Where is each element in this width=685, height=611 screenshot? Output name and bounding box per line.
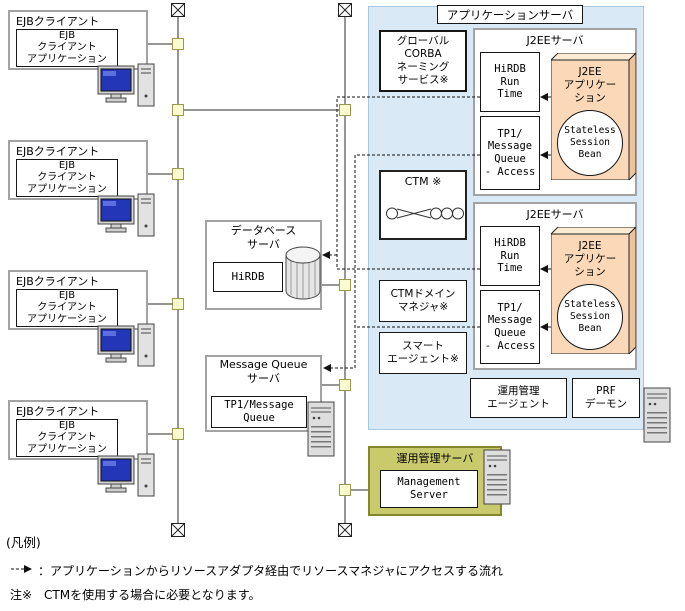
j2ee-application-label-1: J2EE アプリケー ション (563, 66, 617, 105)
ejb-client-title-2: EJBクライアント (16, 145, 100, 158)
client-computer-icon (97, 63, 155, 107)
corba-naming-box: グローバル CORBA ネーミング サービス※ (379, 30, 467, 92)
hirdb-box: HiRDB (213, 262, 283, 292)
tp1-mq-access-box-2: TP1/ Message Queue - Access (480, 290, 540, 364)
ejb-client-app-2: EJB クライアント アプリケーション (16, 159, 118, 197)
j2ee-application-box-1: J2EE アプリケー ション Stateless Session Bean (551, 53, 636, 180)
ejb-client-app-4: EJB クライアント アプリケーション (16, 419, 118, 457)
tp1-mq-access-box-1: TP1/ Message Queue - Access (480, 116, 540, 190)
ejb-client-app-3: EJB クライアント アプリケーション (16, 289, 118, 327)
ctm-box: CTM ※ (379, 170, 467, 240)
j2ee-server-title-2: J2EEサーバ (526, 208, 584, 221)
management-agent-box: 運用管理 エージェント (470, 378, 567, 418)
j2ee-application-label-2: J2EE アプリケー ション (563, 240, 617, 279)
application-server-machine-icon (643, 387, 671, 443)
application-server-title: アプリケーションサーバ (437, 5, 583, 24)
hirdb-runtime-box-2: HiRDB Run Time (480, 226, 540, 286)
stateless-session-bean-2: Stateless Session Bean (557, 284, 623, 350)
ctm-title: CTM ※ (404, 175, 442, 188)
ctm-domain-manager-box: CTMドメイン マネジャ※ (379, 280, 467, 322)
ejb-client-title-1: EJBクライアント (16, 15, 100, 28)
legend-dashed-arrow-text: ：アプリケーションからリソースアダプタ経由でリソースマネジャにアクセスする流れ (38, 564, 504, 578)
hirdb-runtime-box-1: HiRDB Run Time (480, 52, 540, 112)
prf-daemon-box: PRF デーモン (572, 378, 640, 418)
smart-agent-box: スマート エージェント※ (379, 332, 467, 374)
ejb-client-title-3: EJBクライアント (16, 275, 100, 288)
mq-server-title: Message Queue サーバ (219, 358, 308, 385)
management-server-product-box: Management Server (380, 470, 478, 508)
j2ee-server-title-1: J2EEサーバ (526, 34, 584, 47)
j2ee-application-box-2: J2EE アプリケー ション Stateless Session Bean (551, 227, 636, 354)
management-server-title: 運用管理サーバ (396, 452, 474, 465)
ejb-client-app-1: EJB クライアント アプリケーション (16, 29, 118, 67)
client-computer-icon (97, 323, 155, 367)
legend-heading: (凡例) (6, 535, 41, 550)
database-server-title: データベース サーバ (230, 224, 297, 251)
client-computer-icon (97, 453, 155, 497)
tp1-mq-box: TP1/Message Queue (211, 396, 307, 428)
legend-note: 注※ CTMを使用する場合に必要となります。 (10, 588, 261, 602)
stateless-session-bean-1: Stateless Session Bean (557, 110, 623, 176)
client-computer-icon (97, 193, 155, 237)
ejb-client-title-4: EJBクライアント (16, 405, 100, 418)
